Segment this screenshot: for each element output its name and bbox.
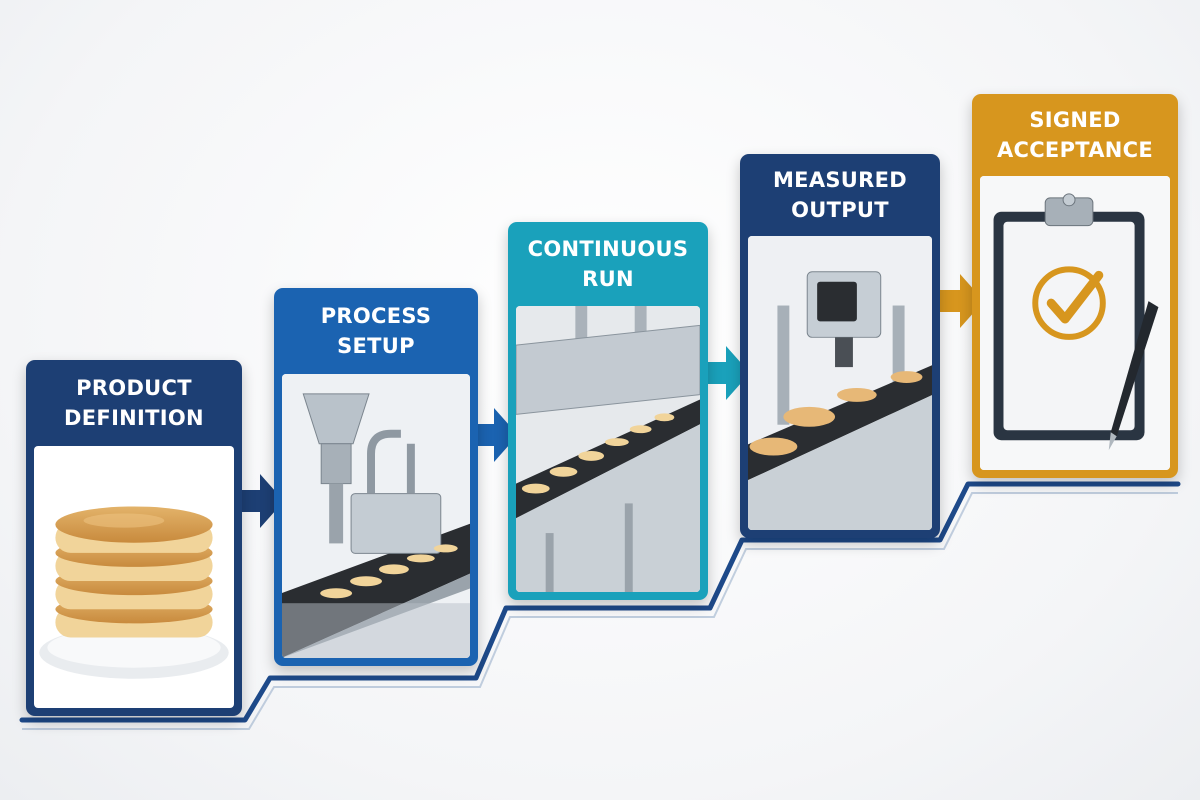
step-card-product-definition: Product Definition [26, 360, 242, 716]
inspection-camera-illustration [748, 236, 932, 530]
connector-arrow-1 [238, 474, 284, 528]
step-title: Continuous Run [527, 237, 689, 291]
step-card-continuous-run: Continuous Run [508, 222, 708, 600]
arrow-right-icon [472, 408, 518, 462]
connector-arrow-3 [704, 346, 750, 400]
step-title: Product Definition [64, 376, 204, 430]
arrow-right-icon [704, 346, 750, 400]
step-title: Signed Acceptance [996, 108, 1154, 162]
step-card-measured-output: Measured Output [740, 154, 940, 538]
arrow-right-icon [938, 274, 984, 328]
production-line-illustration [516, 306, 700, 592]
checkmark-icon [1032, 266, 1106, 340]
arrow-right-icon [238, 474, 284, 528]
pen-icon [1108, 301, 1159, 451]
connector-arrow-4 [938, 274, 984, 328]
step-title: Process Setup [320, 304, 432, 358]
pancake-stack-illustration [34, 446, 234, 708]
batter-depositor-illustration [282, 374, 470, 658]
step-card-signed-acceptance: Signed Acceptance [972, 94, 1178, 478]
clipboard-checkmark-illustration [980, 176, 1170, 470]
step-title: Measured Output [772, 168, 908, 222]
connector-arrow-2 [472, 408, 518, 462]
step-card-process-setup: Process Setup [274, 288, 478, 666]
